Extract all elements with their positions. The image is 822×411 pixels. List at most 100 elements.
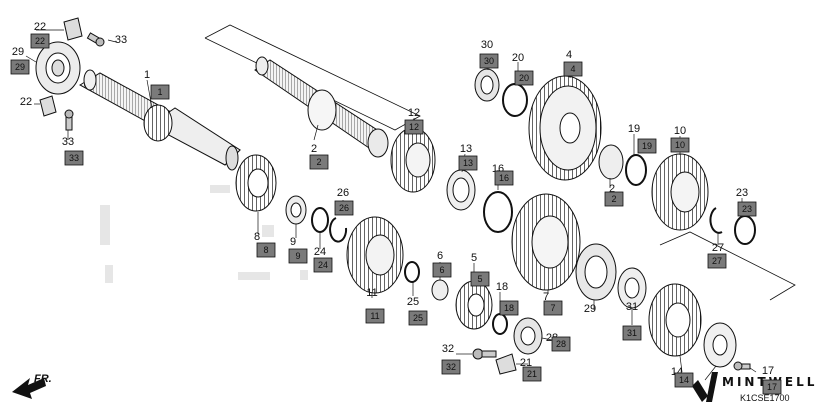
- washer-18: [492, 313, 508, 335]
- callout-tag-number: 23: [742, 204, 752, 214]
- washer-24: [311, 207, 329, 233]
- gear-4: [528, 75, 602, 181]
- callout-tag[interactable]: 4: [563, 61, 583, 77]
- callout-tag[interactable]: 32: [441, 359, 461, 375]
- callout-tag-number: 20: [519, 73, 529, 83]
- callout-tag[interactable]: 23: [737, 201, 757, 217]
- diagram-code: K1CSE1700: [740, 393, 790, 403]
- callout-tag[interactable]: 6: [432, 262, 452, 278]
- callout-tag[interactable]: 29: [10, 59, 30, 75]
- callout-number: 8: [254, 231, 260, 243]
- callout-tag-number: 16: [499, 173, 509, 183]
- callout-tag-number: 9: [295, 251, 300, 261]
- clip-27: [709, 207, 723, 234]
- callout-number: 1: [144, 69, 150, 81]
- callout-tag[interactable]: 12: [404, 119, 424, 135]
- callout-tag-number: 27: [712, 256, 722, 266]
- gear-12: [390, 127, 436, 193]
- callout-tag[interactable]: 17: [762, 379, 782, 395]
- callout-tag-number: 19: [642, 141, 652, 151]
- callout-tag[interactable]: 22: [30, 33, 50, 49]
- callout-tag-number: 18: [504, 303, 514, 313]
- gear-7: [511, 193, 581, 291]
- callout-tag[interactable]: 31: [622, 325, 642, 341]
- callout-tag[interactable]: 20: [514, 70, 534, 86]
- callout-number: 7: [543, 291, 549, 303]
- callout-number: 22: [20, 96, 32, 108]
- callout-number: 31: [626, 301, 638, 313]
- callout-number: 13: [460, 143, 472, 155]
- clip-26: [329, 217, 348, 243]
- callout-tag[interactable]: 18: [499, 300, 519, 316]
- callout-tag[interactable]: 13: [458, 155, 478, 171]
- callout-tag-number: 12: [409, 122, 419, 132]
- callout-tag-number: 22: [35, 36, 45, 46]
- callout-tag-number: 1: [157, 87, 162, 97]
- callout-tag[interactable]: 19: [637, 138, 657, 154]
- callout-number: 20: [512, 52, 524, 64]
- callout-number: 23: [736, 187, 748, 199]
- callout-tag-number: 30: [484, 56, 494, 66]
- counter-shaft: [254, 56, 389, 158]
- callout-tag[interactable]: 24: [313, 257, 333, 273]
- bolt-33-bottom: [64, 109, 74, 131]
- callout-tag[interactable]: 14: [674, 372, 694, 388]
- bolt-15: [733, 361, 751, 371]
- part-labels: 1122224455667788991010111112121313141416…: [10, 21, 782, 395]
- callout-tag[interactable]: 10: [670, 137, 690, 153]
- callout-tag-number: 24: [318, 260, 328, 270]
- callout-tag-number: 5: [477, 274, 482, 284]
- callout-tag[interactable]: 5: [470, 271, 490, 287]
- bolt-32: [472, 348, 497, 360]
- callout-number: 12: [408, 107, 420, 119]
- seal-31: [617, 267, 647, 309]
- callout-tag[interactable]: 2: [604, 191, 624, 207]
- callout-number: 5: [471, 252, 477, 264]
- callout-number: 22: [34, 21, 46, 33]
- callout-number: 2: [311, 143, 317, 155]
- bushing-6: [431, 279, 449, 301]
- callout-tag[interactable]: 7: [543, 300, 563, 316]
- callout-tag[interactable]: 26: [334, 200, 354, 216]
- callout-tag[interactable]: 30: [479, 53, 499, 69]
- callout-tag[interactable]: 11: [365, 308, 385, 324]
- callout-number: 11: [366, 287, 377, 299]
- washer-16: [483, 191, 513, 233]
- callout-tag[interactable]: 33: [64, 150, 84, 166]
- callout-number: 32: [442, 343, 454, 355]
- callout-tag-number: 29: [15, 62, 25, 72]
- bearing-29-right: [575, 243, 617, 301]
- callout-number: 26: [337, 187, 349, 199]
- callout-tag-number: 25: [413, 313, 423, 323]
- plate-22-top: [63, 17, 83, 41]
- callout-tag[interactable]: 2: [309, 154, 329, 170]
- callout-tag[interactable]: 25: [408, 310, 428, 326]
- callout-tag[interactable]: 1: [150, 84, 170, 100]
- bearing-29-top: [35, 41, 81, 95]
- bushing-9: [285, 195, 307, 225]
- callout-tag[interactable]: 8: [256, 242, 276, 258]
- callout-tag[interactable]: 27: [707, 253, 727, 269]
- callout-tag-number: 32: [446, 362, 456, 372]
- bearing-30: [474, 68, 500, 102]
- callout-number: 4: [566, 49, 572, 61]
- callout-tag-number: 26: [339, 203, 349, 213]
- bolt-33-top: [86, 32, 105, 47]
- callout-tag-number: 14: [679, 375, 689, 385]
- callout-tag[interactable]: 21: [522, 366, 542, 382]
- callout-tag-number: 2: [316, 157, 321, 167]
- front-direction-arrow: FR.: [12, 373, 52, 399]
- callout-tag[interactable]: 9: [288, 248, 308, 264]
- callout-tag[interactable]: 28: [551, 336, 571, 352]
- callout-number: 29: [584, 303, 596, 315]
- callout-number: 24: [314, 246, 326, 258]
- callout-tag[interactable]: 16: [494, 170, 514, 186]
- callout-number: 25: [407, 296, 419, 308]
- gear-8: [235, 154, 277, 212]
- callout-number: 27: [712, 242, 724, 254]
- bearing-28: [513, 317, 543, 355]
- washer-20: [502, 83, 528, 117]
- callout-tag-number: 31: [627, 328, 637, 338]
- callout-tag-number: 33: [69, 153, 79, 163]
